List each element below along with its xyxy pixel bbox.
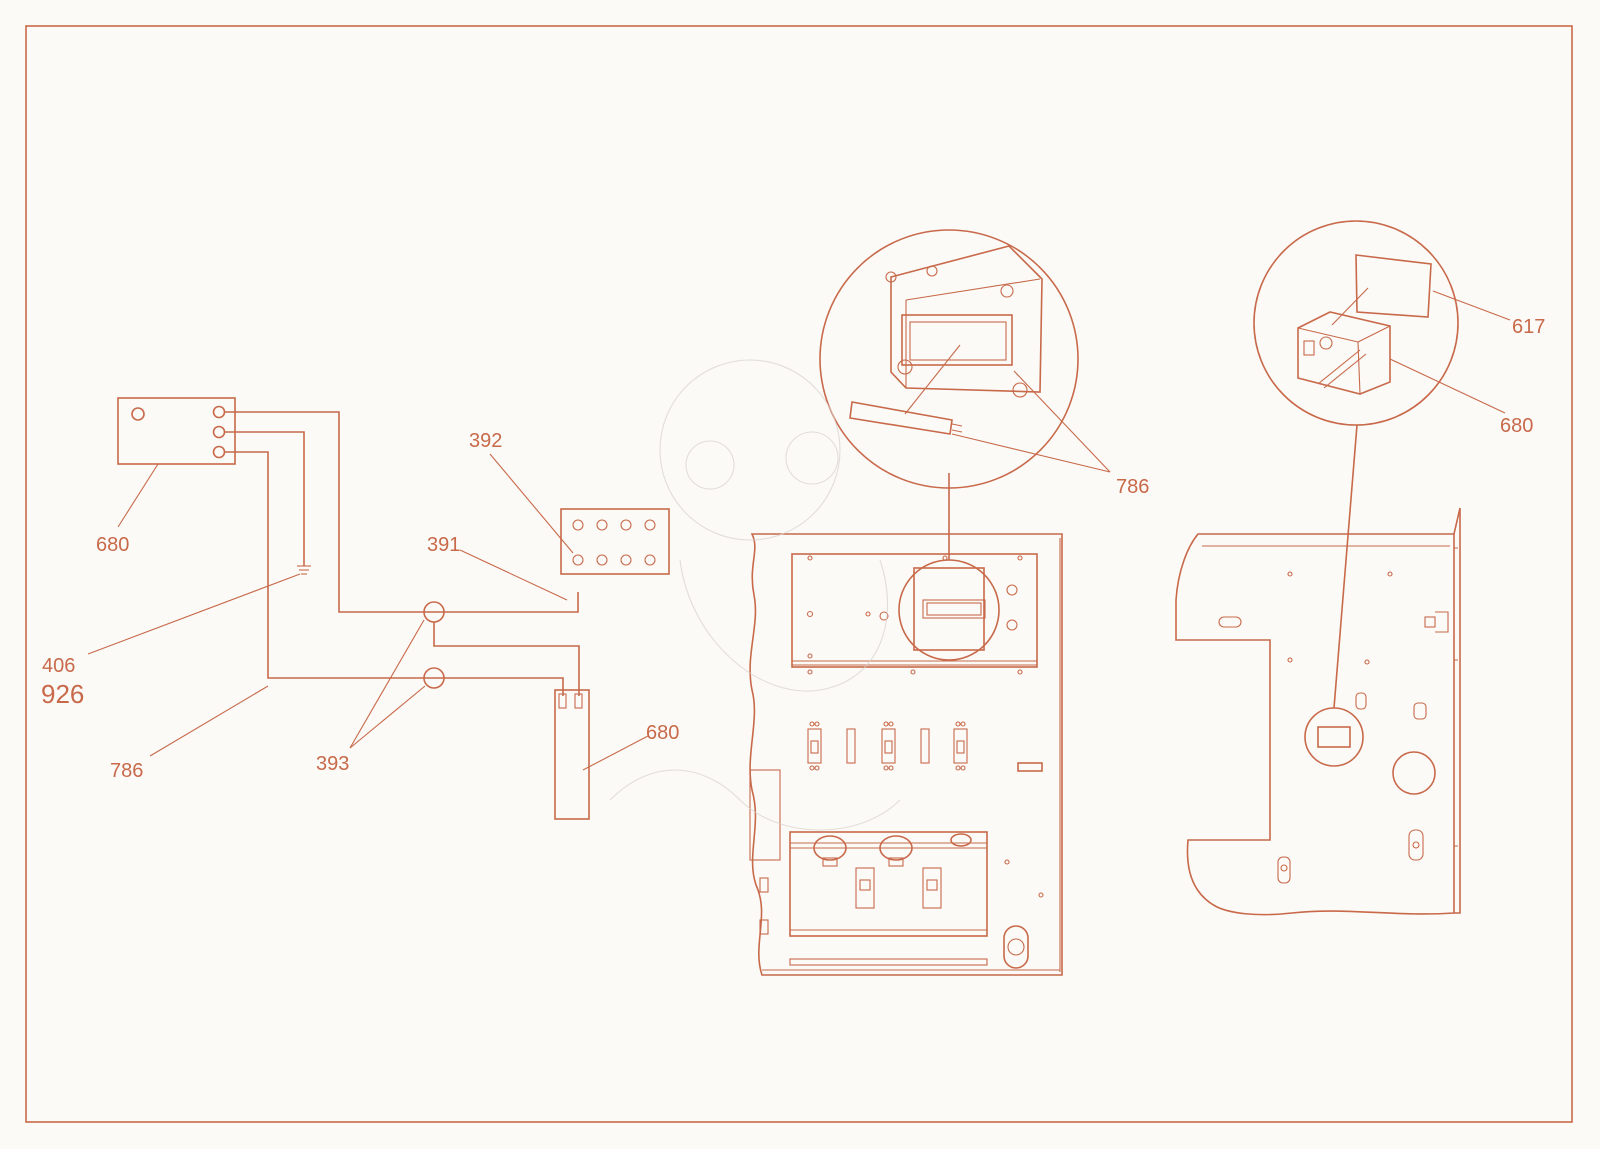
- label-786-wire: 786: [110, 760, 143, 782]
- label-392: 392: [469, 430, 502, 452]
- relay-module: [554, 689, 590, 820]
- label-680-breaker: 680: [1500, 415, 1533, 437]
- terminal-block: [117, 397, 236, 465]
- label-680-terminal: 680: [96, 534, 129, 556]
- label-680-relay: 680: [646, 722, 679, 744]
- wire-junction-down: [433, 622, 580, 696]
- label-406: 406: [42, 655, 75, 677]
- wiring-schematic: [87, 397, 670, 820]
- wire-bottom: [225, 451, 564, 696]
- page-border: [25, 25, 1573, 1123]
- side-panel: [1175, 507, 1461, 916]
- label-391: 391: [427, 534, 460, 556]
- switch-panel: [560, 508, 670, 575]
- mascot-watermark: [609, 359, 901, 831]
- display-detail-zoom: [819, 229, 1111, 560]
- label-393: 393: [316, 753, 349, 775]
- junction-connector-lower: [423, 667, 445, 689]
- label-617: 617: [1512, 316, 1545, 338]
- junction-connector-upper: [423, 601, 445, 623]
- toggle-switch-row: [807, 721, 968, 771]
- breaker-detail-zoom: [1253, 220, 1511, 709]
- ground-icon: [297, 565, 311, 575]
- label-926: 926: [41, 679, 84, 709]
- wire-top: [225, 411, 579, 613]
- control-panel: [749, 533, 1063, 976]
- label-786-display: 786: [1116, 476, 1149, 498]
- wire-ground: [225, 431, 305, 566]
